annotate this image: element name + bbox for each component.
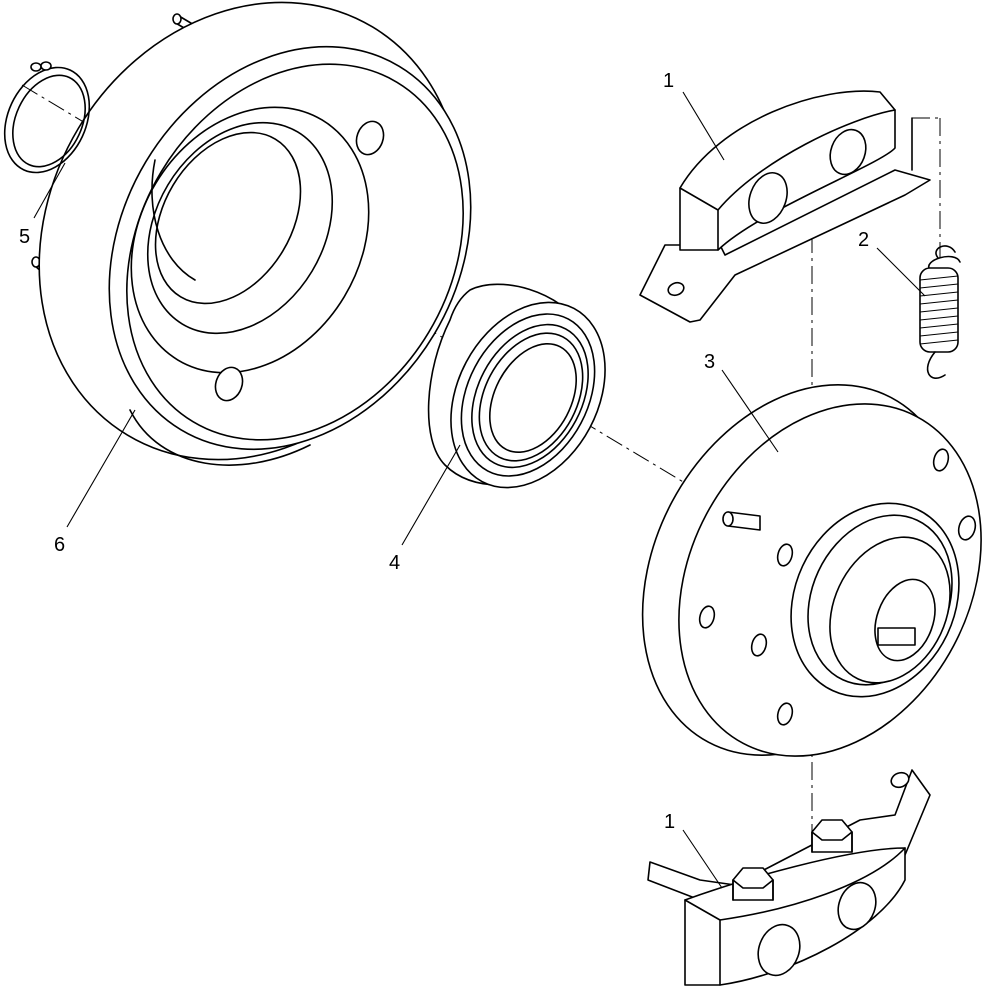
drum-hole-lower — [214, 366, 244, 402]
bearing — [427, 283, 606, 489]
leader-1-bottom — [682, 829, 723, 889]
brake-shoe-top — [639, 90, 931, 323]
leader-1-top — [682, 91, 725, 161]
callout-1-top: 1 — [663, 70, 674, 92]
leader-2 — [876, 247, 926, 297]
snap-ring — [3, 61, 91, 174]
leader-6 — [66, 409, 136, 528]
leader-lines — [33, 91, 926, 889]
leader-3 — [721, 369, 779, 453]
callout-6: 6 — [54, 534, 65, 556]
hub-hole-6 — [776, 702, 794, 726]
hub-hole-3 — [776, 543, 794, 567]
hub — [641, 384, 982, 757]
callout-3: 3 — [704, 351, 715, 373]
callout-2: 2 — [858, 229, 869, 251]
hex-bolt-left — [732, 867, 774, 901]
drum-hole-upper — [355, 120, 385, 156]
hub-hole-5 — [750, 633, 768, 657]
callout-4: 4 — [389, 552, 400, 574]
leader-5 — [33, 162, 66, 219]
brake-shoe-bottom — [647, 769, 931, 986]
hub-hole-4 — [698, 605, 716, 629]
spring — [919, 245, 961, 379]
hub-hole-2 — [957, 515, 977, 541]
callout-labels: 1 2 3 4 5 6 1 — [19, 70, 869, 833]
callout-5: 5 — [19, 226, 30, 248]
hub-stud — [722, 511, 761, 531]
hex-bolt-right — [811, 819, 853, 853]
hub-hole-1 — [932, 448, 950, 472]
callout-1-bottom: 1 — [664, 811, 675, 833]
drum — [31, 1, 472, 466]
leader-4 — [401, 444, 461, 546]
